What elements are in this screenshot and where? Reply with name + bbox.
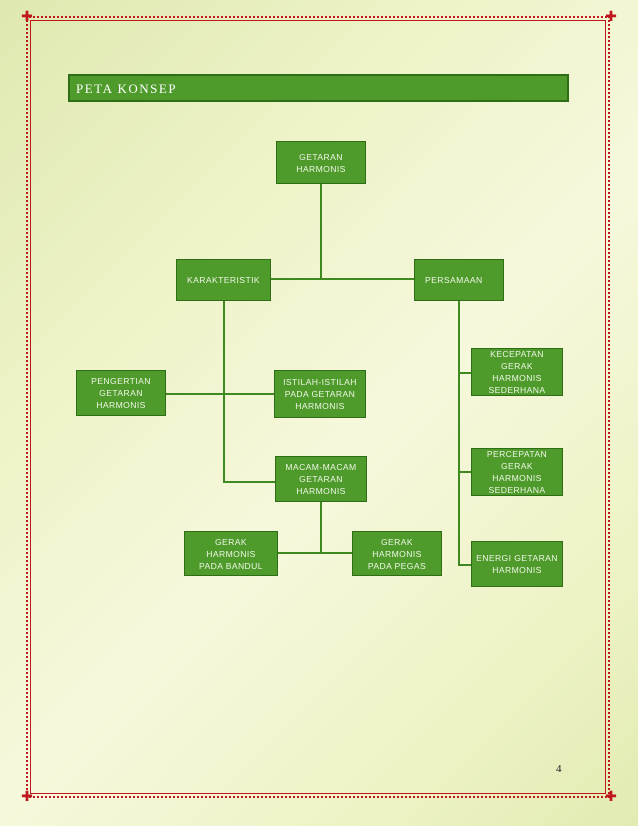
page-number: 4 bbox=[556, 763, 562, 775]
node-macam-macam-getaran: MACAM-MACAM GETARAN HARMONIS bbox=[275, 456, 367, 502]
connector-line bbox=[458, 300, 460, 566]
page-border-outer bbox=[26, 16, 610, 798]
node-kecepatan-gerak-harmonis: KECEPATAN GERAK HARMONIS SEDERHANA bbox=[471, 348, 563, 396]
node-getaran-harmonis: GETARAN HARMONIS bbox=[276, 141, 366, 184]
section-title: PETA KONSEP bbox=[76, 81, 178, 96]
connector-line bbox=[166, 393, 274, 395]
connector-line bbox=[320, 183, 322, 279]
corner-ornament-icon: ✚ bbox=[605, 789, 617, 805]
connector-line bbox=[270, 278, 414, 280]
connector-line bbox=[278, 552, 352, 554]
node-pengertian-getaran-harmonis: PENGERTIAN GETARAN HARMONIS bbox=[76, 370, 166, 416]
corner-ornament-icon: ✚ bbox=[21, 789, 33, 805]
node-persamaan: PERSAMAAN bbox=[414, 259, 504, 301]
connector-line bbox=[458, 471, 471, 473]
connector-line bbox=[458, 564, 471, 566]
corner-ornament-icon: ✚ bbox=[21, 9, 33, 25]
node-karakteristik: KARAKTERISTIK bbox=[176, 259, 271, 301]
connector-line bbox=[223, 300, 225, 483]
node-gerak-harmonis-bandul: GERAK HARMONIS PADA BANDUL bbox=[184, 531, 278, 576]
connector-line bbox=[458, 372, 471, 374]
node-gerak-harmonis-pegas: GERAK HARMONIS PADA PEGAS bbox=[352, 531, 442, 576]
corner-ornament-icon: ✚ bbox=[605, 9, 617, 25]
node-percepatan-gerak-harmonis: PERCEPATAN GERAK HARMONIS SEDERHANA bbox=[471, 448, 563, 496]
page-border-inner bbox=[30, 20, 606, 794]
node-energi-getaran-harmonis: ENERGI GETARAN HARMONIS bbox=[471, 541, 563, 587]
connector-line bbox=[320, 501, 322, 553]
node-istilah-istilah: ISTILAH-ISTILAH PADA GETARAN HARMONIS bbox=[274, 370, 366, 418]
connector-line bbox=[223, 481, 275, 483]
section-header: PETA KONSEP bbox=[68, 74, 569, 102]
